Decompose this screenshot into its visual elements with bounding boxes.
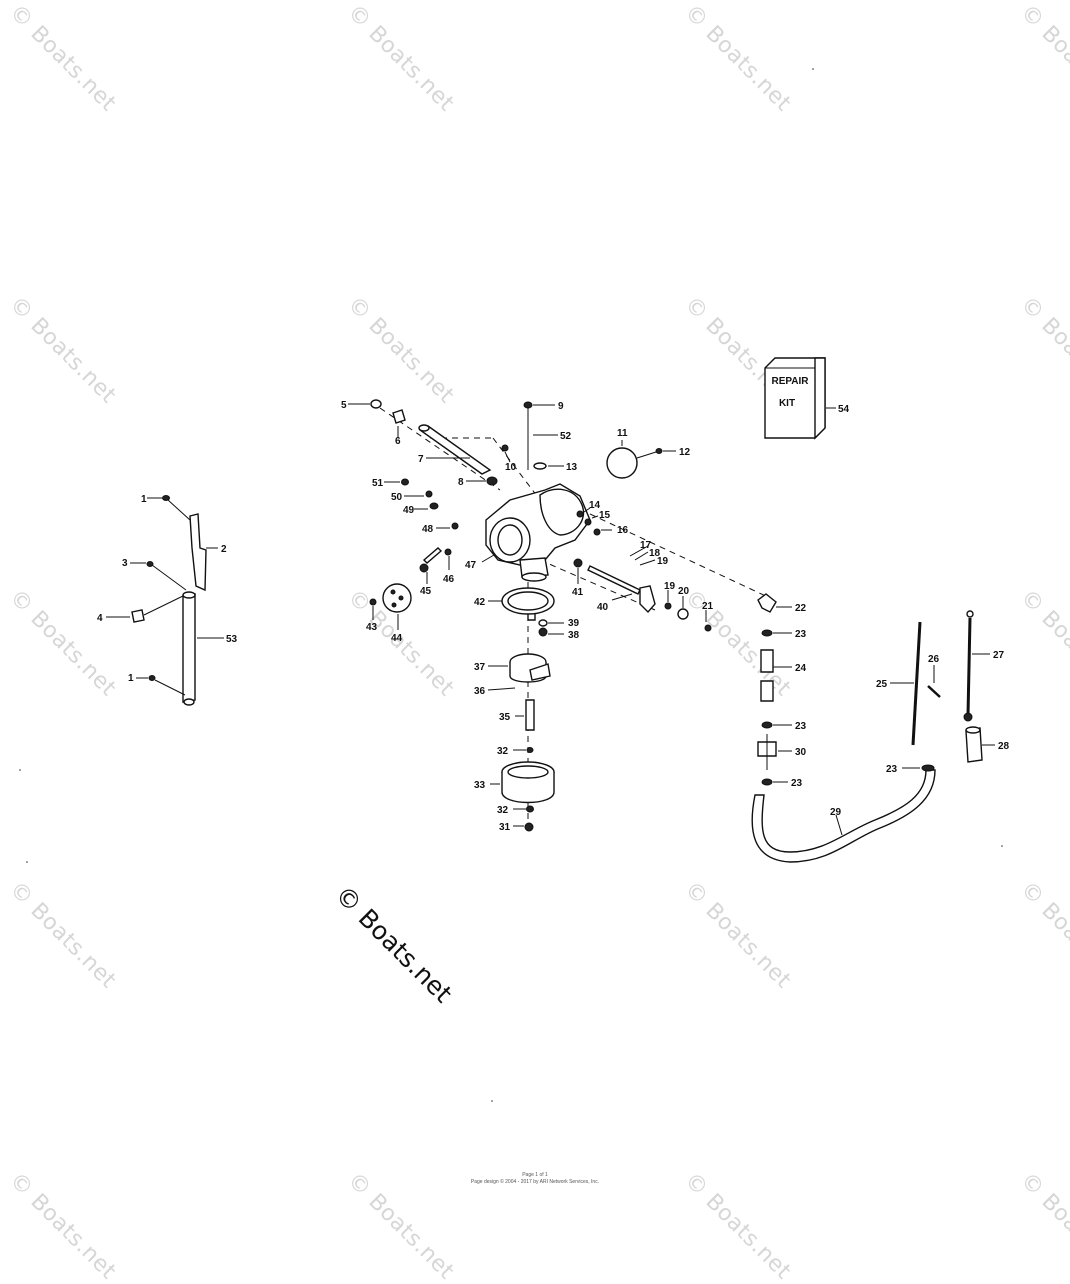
callout-22: 22: [795, 603, 807, 614]
callout-44: 44: [391, 633, 403, 644]
callout-35: 35: [499, 712, 511, 723]
kit-label-line2: KIT: [779, 398, 795, 409]
callout-29: 29: [830, 807, 842, 818]
callout-18: 18: [649, 548, 661, 559]
callout-23d: 23: [886, 764, 898, 775]
callout-13: 13: [566, 462, 578, 473]
callout-27: 27: [993, 650, 1005, 661]
callout-8: 8: [458, 477, 464, 488]
callout-10: 10: [505, 462, 517, 473]
callout-3: 3: [122, 558, 128, 569]
callout-41: 41: [572, 587, 584, 598]
callout-5: 5: [341, 400, 347, 411]
callout-1b: 1: [128, 673, 134, 684]
callout-17: 17: [640, 540, 652, 551]
callout-26: 26: [928, 654, 940, 665]
carburetor-body: [348, 399, 771, 832]
callout-30: 30: [795, 747, 807, 758]
callout-9: 9: [558, 401, 564, 412]
callout-36: 36: [474, 686, 486, 697]
callout-42: 42: [474, 597, 486, 608]
callout-28: 28: [998, 741, 1010, 752]
callout-1: 1: [141, 494, 147, 505]
callout-50: 50: [391, 492, 403, 503]
callout-40: 40: [597, 602, 609, 613]
callout-23b: 23: [795, 721, 807, 732]
callout-31: 31: [499, 822, 511, 833]
callout-12: 12: [679, 447, 691, 458]
callout-16: 16: [617, 525, 629, 536]
callout-24: 24: [795, 663, 807, 674]
callout-33: 33: [474, 780, 486, 791]
callout-49: 49: [403, 505, 415, 516]
callout-19: 19: [657, 556, 669, 567]
kit-label-line1: REPAIR: [771, 376, 809, 387]
callout-37: 37: [474, 662, 486, 673]
callout-48: 48: [422, 524, 434, 535]
callout-7: 7: [418, 454, 424, 465]
callout-14: 14: [589, 500, 601, 511]
callout-15: 15: [599, 510, 611, 521]
callout-11: 11: [617, 428, 628, 439]
callout-46: 46: [443, 574, 455, 585]
linkage-assembly: [106, 495, 224, 706]
callout-47: 47: [465, 560, 477, 571]
callout-20: 20: [678, 586, 690, 597]
callout-39: 39: [568, 618, 580, 629]
callout-6: 6: [395, 436, 401, 447]
parts-diagram: REPAIR KIT 1 2 3 4 1 53 5 6 7 8 9 10 51 …: [19, 68, 1010, 1102]
footer-page: Page 1 of 1: [522, 1172, 548, 1178]
callout-32: 32: [497, 746, 509, 757]
callout-45: 45: [420, 586, 432, 597]
callout-labels: 1 2 3 4 1 53 5 6 7 8 9 10 51 52 50 49 48…: [97, 400, 1010, 833]
callout-23c: 23: [791, 778, 803, 789]
footer-copyright: Page design © 2004 - 2017 by ARI Network…: [470, 1179, 600, 1185]
callout-52: 52: [560, 431, 572, 442]
callout-23: 23: [795, 629, 807, 640]
callout-19b: 19: [664, 581, 676, 592]
callout-53: 53: [226, 634, 238, 645]
fuel-line-assembly: REPAIR KIT: [751, 357, 995, 863]
callout-4: 4: [97, 613, 103, 624]
callout-2: 2: [221, 544, 227, 555]
callout-21: 21: [702, 601, 714, 612]
callout-32b: 32: [497, 805, 509, 816]
callout-51: 51: [372, 478, 384, 489]
callout-54: 54: [838, 404, 850, 415]
callout-38: 38: [568, 630, 580, 641]
callout-25: 25: [876, 679, 888, 690]
callout-43: 43: [366, 622, 378, 633]
